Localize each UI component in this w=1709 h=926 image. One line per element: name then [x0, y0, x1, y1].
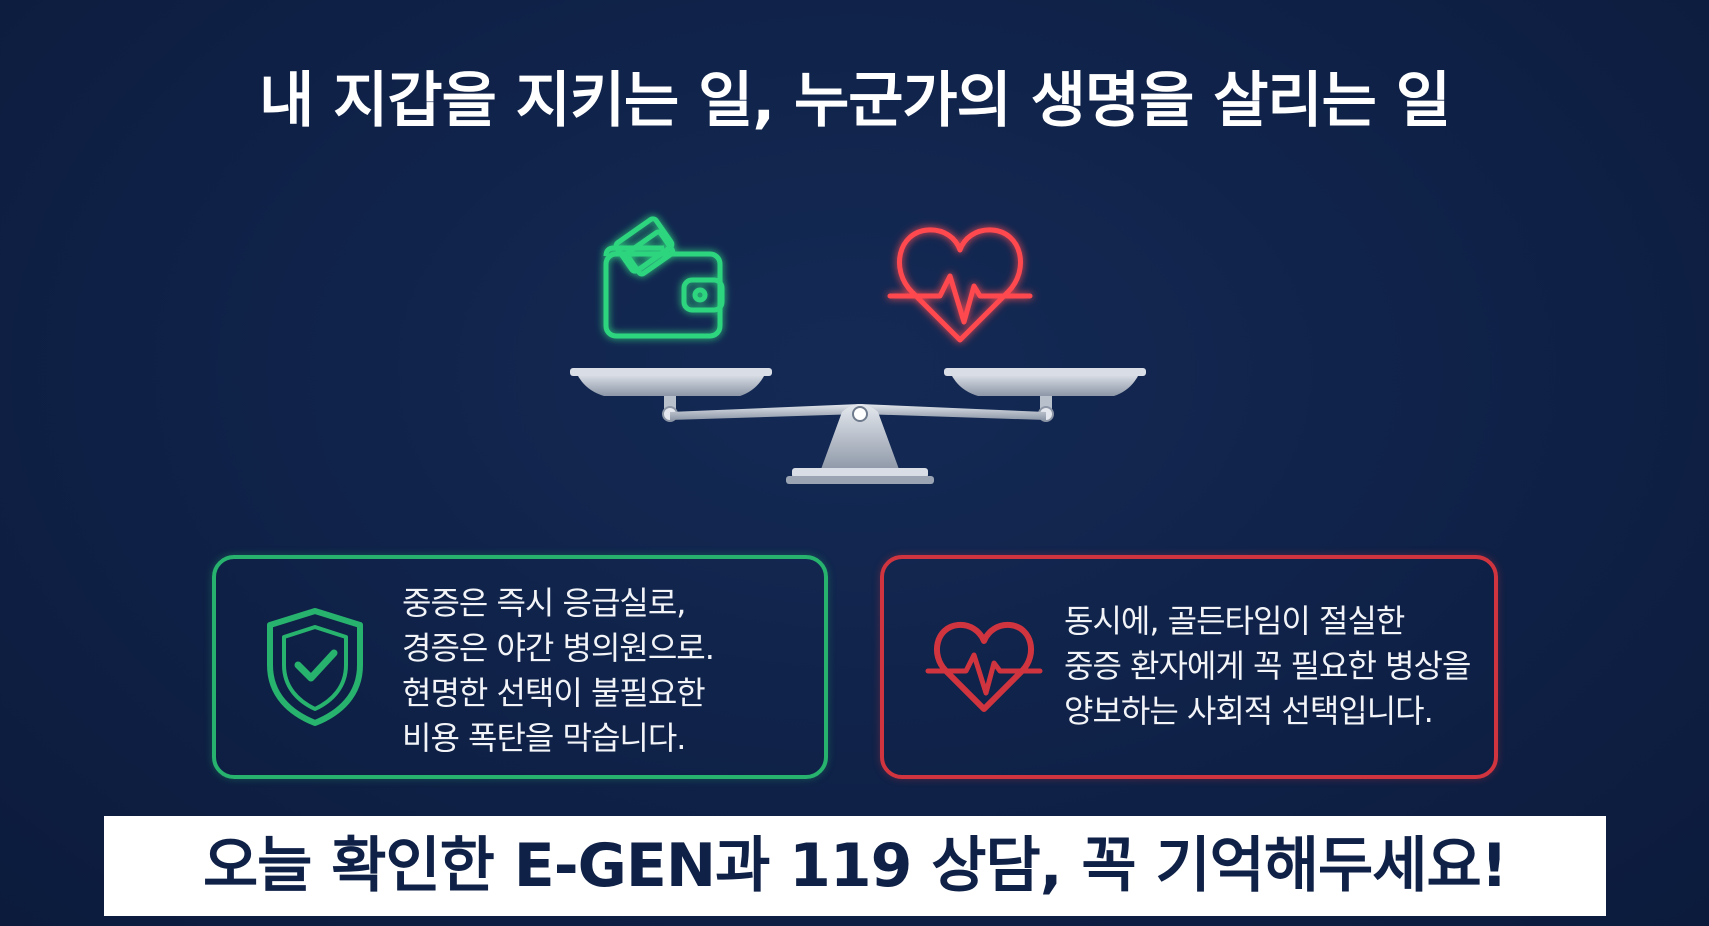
social-choice-card: 동시에, 골든타임이 절실한 중증 환자에게 꼭 필요한 병상을 양보하는 사회… [880, 555, 1498, 779]
heart-pulse-icon [887, 227, 1033, 343]
reminder-banner: 오늘 확인한 E-GEN과 119 상담, 꼭 기억해두세요! [104, 816, 1606, 916]
economic-choice-card: 중증은 즉시 응급실로, 경증은 야간 병의원으로. 현명한 선택이 불필요한 … [212, 555, 828, 779]
card-line: 중증은 즉시 응급실로, [402, 584, 686, 622]
shield-check-icon [260, 605, 370, 729]
card-line: 현명한 선택이 불필요한 [402, 674, 706, 712]
card-line: 경증은 야간 병의원으로. [402, 629, 715, 667]
wallet-icon [603, 216, 725, 339]
card-line: 중증 환자에게 꼭 필요한 병상을 [1064, 647, 1471, 685]
reminder-text: 오늘 확인한 E-GEN과 119 상담, 꼭 기억해두세요! [202, 831, 1508, 901]
headline: 내 지갑을 지키는 일, 누군가의 생명을 살리는 일 [259, 66, 1451, 136]
scale-base [786, 404, 934, 484]
right-scale-pan [944, 368, 1146, 422]
heart-pulse-icon [924, 617, 1044, 717]
balance-scale-illustration [560, 200, 1160, 500]
card-line: 동시에, 골든타임이 절실한 [1064, 602, 1405, 640]
social-choice-text: 동시에, 골든타임이 절실한 중증 환자에게 꼭 필요한 병상을 양보하는 사회… [1064, 599, 1471, 734]
card-line: 양보하는 사회적 선택입니다. [1064, 692, 1434, 730]
card-line: 비용 폭탄을 막습니다. [402, 719, 686, 757]
economic-choice-text: 중증은 즉시 응급실로, 경증은 야간 병의원으로. 현명한 선택이 불필요한 … [402, 581, 715, 761]
